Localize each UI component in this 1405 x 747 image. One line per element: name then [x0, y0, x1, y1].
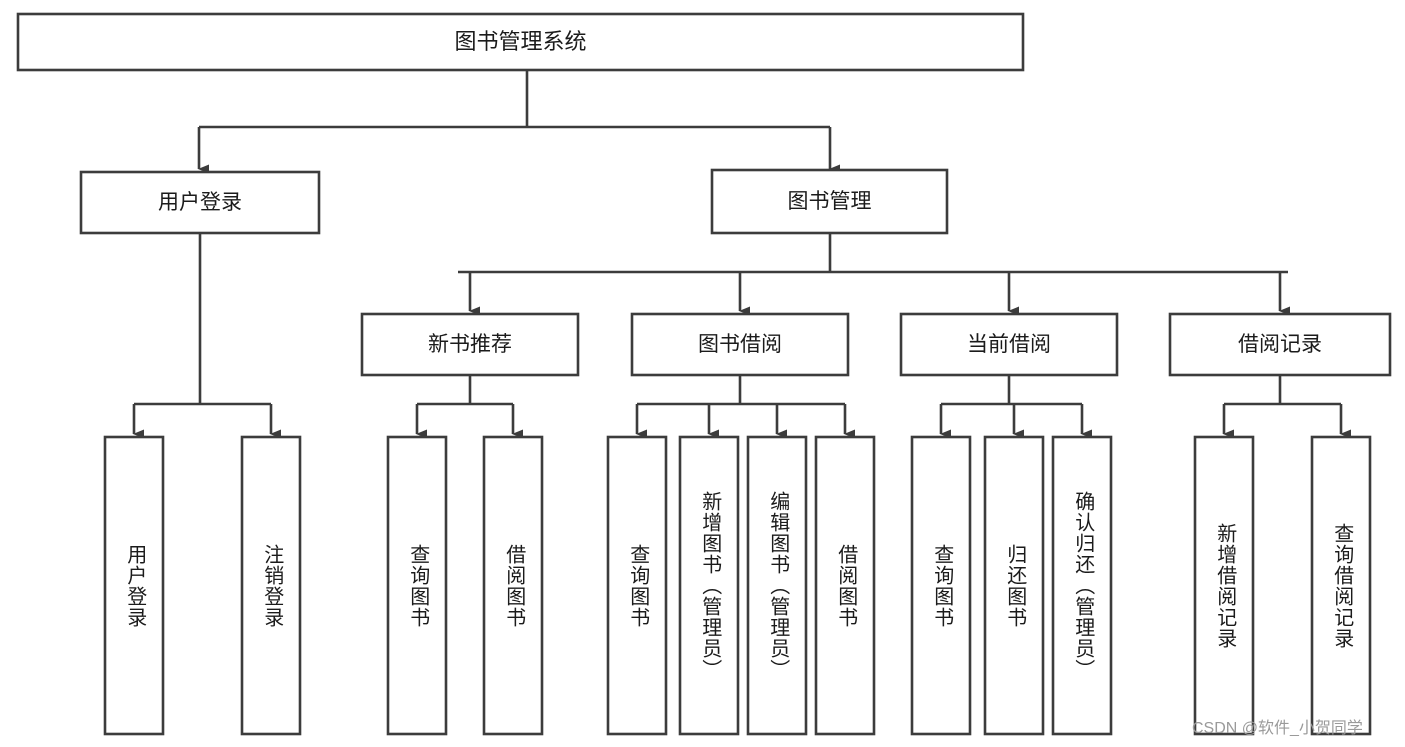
- level2-box-1[interactable]: [710, 168, 949, 235]
- leaf-box-5[interactable]: [678, 435, 740, 736]
- connectors-layer: [132, 70, 1351, 439]
- level2-label-1: 图书管理: [788, 190, 872, 213]
- level3-box-2[interactable]: [899, 312, 1119, 377]
- leaf-box-11[interactable]: [1193, 435, 1255, 736]
- leaf-box-0[interactable]: [103, 435, 165, 736]
- level3-box-0[interactable]: [360, 312, 580, 377]
- leaf-box-8[interactable]: [910, 435, 972, 736]
- watermark-text: CSDN @软件_小贺同学: [1192, 720, 1363, 737]
- level3-label-0: 新书推荐: [428, 333, 512, 356]
- leaf-box-10[interactable]: [1051, 435, 1113, 736]
- level3-label-2: 当前借阅: [967, 333, 1051, 356]
- leaf-box-3[interactable]: [482, 435, 544, 736]
- leaf-box-12[interactable]: [1310, 435, 1372, 736]
- leaf-box-6[interactable]: [746, 435, 808, 736]
- level3-box-1[interactable]: [630, 312, 850, 377]
- boxes-layer: [16, 12, 1392, 736]
- level2-label-0: 用户登录: [158, 191, 242, 214]
- leaf-box-4[interactable]: [606, 435, 668, 736]
- level3-label-1: 图书借阅: [698, 333, 782, 356]
- leaf-box-7[interactable]: [814, 435, 876, 736]
- leaf-box-9[interactable]: [983, 435, 1045, 736]
- level3-box-3[interactable]: [1168, 312, 1392, 377]
- level3-label-3: 借阅记录: [1238, 333, 1322, 356]
- root-box-0[interactable]: [16, 12, 1025, 72]
- level2-box-0[interactable]: [79, 170, 321, 235]
- leaf-box-2[interactable]: [386, 435, 448, 736]
- leaf-box-1[interactable]: [240, 435, 302, 736]
- root-label-0: 图书管理系统: [454, 29, 586, 54]
